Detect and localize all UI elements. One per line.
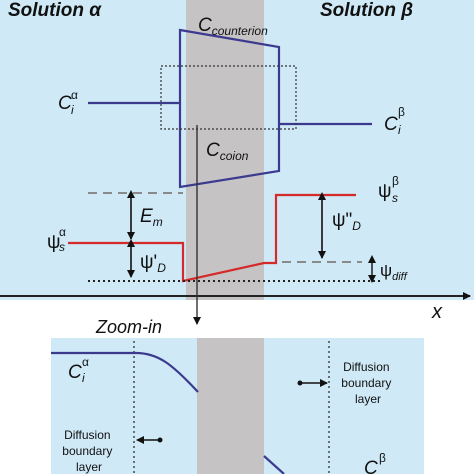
psi-s-beta-sub: s [392,191,398,205]
ci-alpha-sub: i [71,103,74,117]
membrane-trapezoid [178,28,281,189]
ci-beta-sub: i [398,123,401,137]
zoom-ci-alpha-label: C [68,362,82,383]
zoom-panel-alpha-region [51,338,197,474]
psi-diff-label: ψdiff [380,261,408,283]
zoom-region-box [160,65,297,130]
potential-profile [68,193,356,283]
zoom-in-label: Zoom-in [95,317,162,337]
psi-s-beta-label: ψ [378,181,392,202]
dbl-left-arrow-dot [157,437,163,443]
x-axis-label: x [431,301,443,323]
ci-beta-sup: β [398,105,405,119]
psi-s-alpha-sup: α [59,225,66,239]
solution-alpha-region [0,0,186,300]
membrane-region [186,0,264,300]
zoom-panel-membrane [197,338,264,474]
solution-beta-region [264,0,474,300]
psi-d-prime-label: ψ'D [140,252,166,275]
dbl-right-arrow-dot [297,380,303,386]
psi-s-beta-sup: β [392,174,399,188]
c-coion-label: Ccoion [206,140,249,163]
solution-alpha-title: Solution α [8,0,102,21]
em-label: Em [140,206,163,229]
psi-d-double-label: ψ"D [332,210,361,233]
zoom-c-beta-label: C [364,458,378,474]
ci-beta-label: C [384,114,398,135]
zoom-panel-beta-region [264,338,424,474]
zoom-concentration-curve [51,351,199,393]
ci-alpha-label: C [58,93,72,114]
zoom-c-beta-sup: β [379,451,386,465]
dbl-left-label: Diffusion boundary layer [62,428,115,474]
solution-beta-title: Solution β [320,0,413,21]
ci-alpha-sup: α [71,88,78,102]
psi-s-alpha-label: ψ [47,232,61,253]
psi-s-alpha-sub: s [59,240,65,254]
dbl-right-label: Diffusion boundary layer [341,360,394,406]
zoom-ci-alpha-sup: α [82,355,89,369]
c-counterion-label: Ccounterion [198,15,268,38]
zoom-ci-alpha-sub: i [82,371,85,385]
zoom-concentration-curve-beta [263,455,285,474]
